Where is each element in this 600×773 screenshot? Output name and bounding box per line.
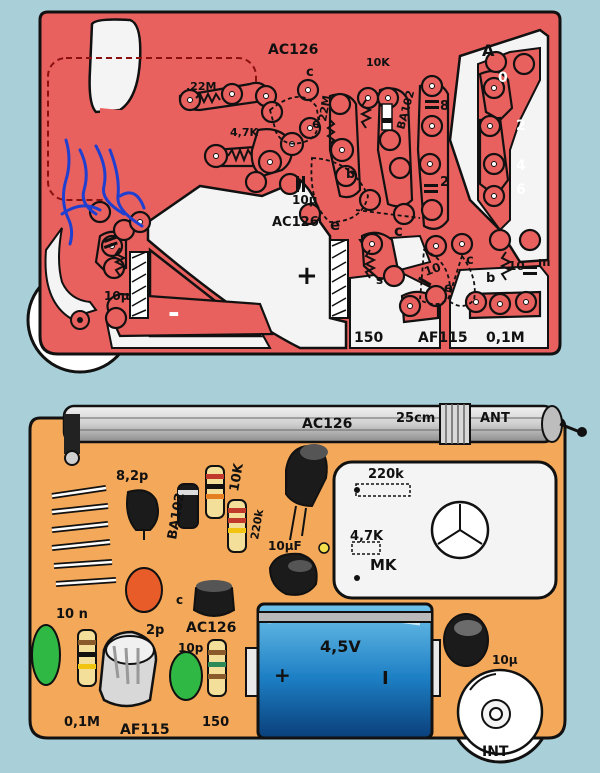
gap-left bbox=[44, 227, 98, 320]
label-e-mid: e bbox=[330, 216, 340, 234]
label-s: s bbox=[376, 273, 383, 287]
battery-body bbox=[256, 602, 434, 740]
pcb-labels: AC126 .22M 10K c e 4,7K 22M BA102 8 b 2 … bbox=[104, 41, 551, 346]
label-int: INT bbox=[482, 744, 509, 760]
label-af115-bottom: AF115 bbox=[120, 722, 170, 738]
label-22m-a: .22M bbox=[186, 80, 216, 93]
label-220k-a: 220k bbox=[248, 508, 266, 541]
label-plus: + bbox=[296, 261, 318, 291]
label-10uf: 10µF bbox=[268, 539, 302, 553]
label-ac126-mid: AC126 bbox=[272, 215, 319, 230]
label-c-top: c bbox=[306, 65, 314, 80]
label-m: m bbox=[538, 255, 551, 269]
label-pad-a: A bbox=[482, 41, 495, 60]
label-10-b: 10 bbox=[508, 259, 525, 273]
antenna bbox=[62, 403, 587, 466]
label-47k-bottom: 4,7K bbox=[350, 529, 384, 544]
gap-center bbox=[146, 178, 348, 350]
label-e-af: e bbox=[444, 281, 453, 296]
label-af115-top: AF115 bbox=[418, 330, 468, 346]
label-b-af: b bbox=[486, 271, 495, 286]
label-battery: 4,5V bbox=[320, 637, 361, 656]
label-10u-mid: 10µ bbox=[292, 193, 318, 207]
label-10-a: 10 bbox=[422, 260, 442, 279]
pcb-board bbox=[26, 10, 562, 374]
label-10u-bottom: 10µ bbox=[492, 653, 518, 667]
label-pad-4: 4 bbox=[516, 158, 526, 174]
label-150-top: 150 bbox=[354, 330, 383, 346]
label-220k-b: 220k bbox=[368, 467, 404, 482]
label-10k: 10K bbox=[366, 56, 390, 69]
label-pad-0: 0 bbox=[498, 70, 508, 86]
coil-wires bbox=[60, 138, 146, 246]
label-ac126-bottom: AC126 bbox=[186, 620, 236, 636]
label-10u-left: 10µ bbox=[104, 289, 130, 303]
label-47k: 4,7K bbox=[230, 126, 258, 139]
label-c-mid: c bbox=[394, 222, 403, 240]
label-ant: ANT bbox=[480, 411, 510, 426]
board-cutout bbox=[88, 18, 142, 114]
label-c-af: c bbox=[466, 253, 474, 268]
label-2-cap: 2 bbox=[440, 175, 449, 190]
label-8: 8 bbox=[440, 99, 449, 114]
label-pad-6: 6 bbox=[516, 182, 526, 198]
label-01m-top: 0,1M bbox=[486, 330, 525, 346]
label-82p: 8,2p bbox=[116, 469, 148, 484]
label-e-top: e bbox=[312, 117, 321, 132]
label-10p: 10p bbox=[178, 641, 204, 655]
label-150-bottom: 150 bbox=[202, 715, 229, 730]
label-ac126-antenna: AC126 bbox=[302, 416, 352, 432]
label-pad-2: 2 bbox=[516, 118, 526, 134]
label-mk: MK bbox=[370, 556, 398, 574]
label-22m-b: 22M bbox=[316, 94, 333, 122]
label-b-mid: b bbox=[346, 167, 355, 182]
battery-contact-plus bbox=[329, 239, 349, 319]
label-minus: - bbox=[168, 296, 180, 329]
label-c-mark: c bbox=[176, 593, 183, 607]
component-board bbox=[28, 403, 587, 764]
label-01m-bottom: 0,1M bbox=[64, 715, 100, 730]
label-25cm: 25cm bbox=[396, 411, 435, 426]
label-10k-bottom: 10K bbox=[227, 461, 247, 492]
label-battery-minus: I bbox=[382, 668, 389, 689]
label-2p: 2p bbox=[146, 623, 164, 638]
label-battery-plus: + bbox=[274, 663, 291, 687]
label-10n: 10 n bbox=[56, 607, 88, 622]
label-ac126-top: AC126 bbox=[268, 42, 318, 58]
